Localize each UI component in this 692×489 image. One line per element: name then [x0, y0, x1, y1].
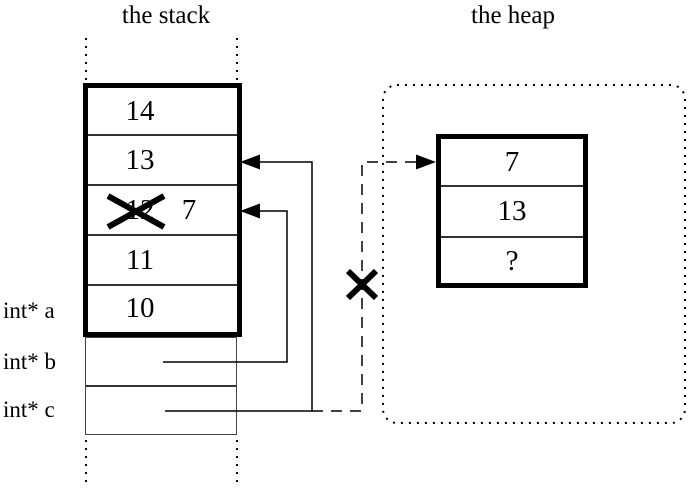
pointer-label-b: int* b [3, 349, 57, 374]
stack-cell-divider [88, 134, 237, 136]
heap-cell-value: 13 [497, 195, 527, 227]
stack-cell-divider [88, 234, 237, 236]
stack-cell-value: 14 [125, 95, 155, 127]
pointer-cell-divider [86, 385, 236, 387]
stack-cell-divider [88, 184, 237, 186]
heap-cell-value: 7 [504, 146, 520, 178]
stack-cell-value: 13 [125, 144, 155, 176]
arrowhead-heap-icon [416, 154, 436, 170]
invalid-pointer-x-icon [345, 268, 379, 301]
stack-title: the stack [121, 2, 211, 29]
stack-cell-value: 10 [125, 292, 155, 324]
invalid-pointer-x-icon [345, 268, 379, 301]
stack-cell-divider [88, 284, 237, 286]
pointer-label-c: int* c [3, 397, 55, 422]
dashed-arrow-to-heap [312, 161, 419, 412]
stack-cell-new-value: 7 [181, 194, 197, 226]
pointer-label-a: int* a [3, 298, 55, 323]
heap-title: the heap [471, 2, 555, 29]
stack-cell-value: 11 [126, 244, 154, 276]
heap-cell-value: ? [505, 245, 519, 277]
arrowhead-c-icon [240, 154, 260, 170]
arrowhead-b-icon [240, 203, 260, 219]
